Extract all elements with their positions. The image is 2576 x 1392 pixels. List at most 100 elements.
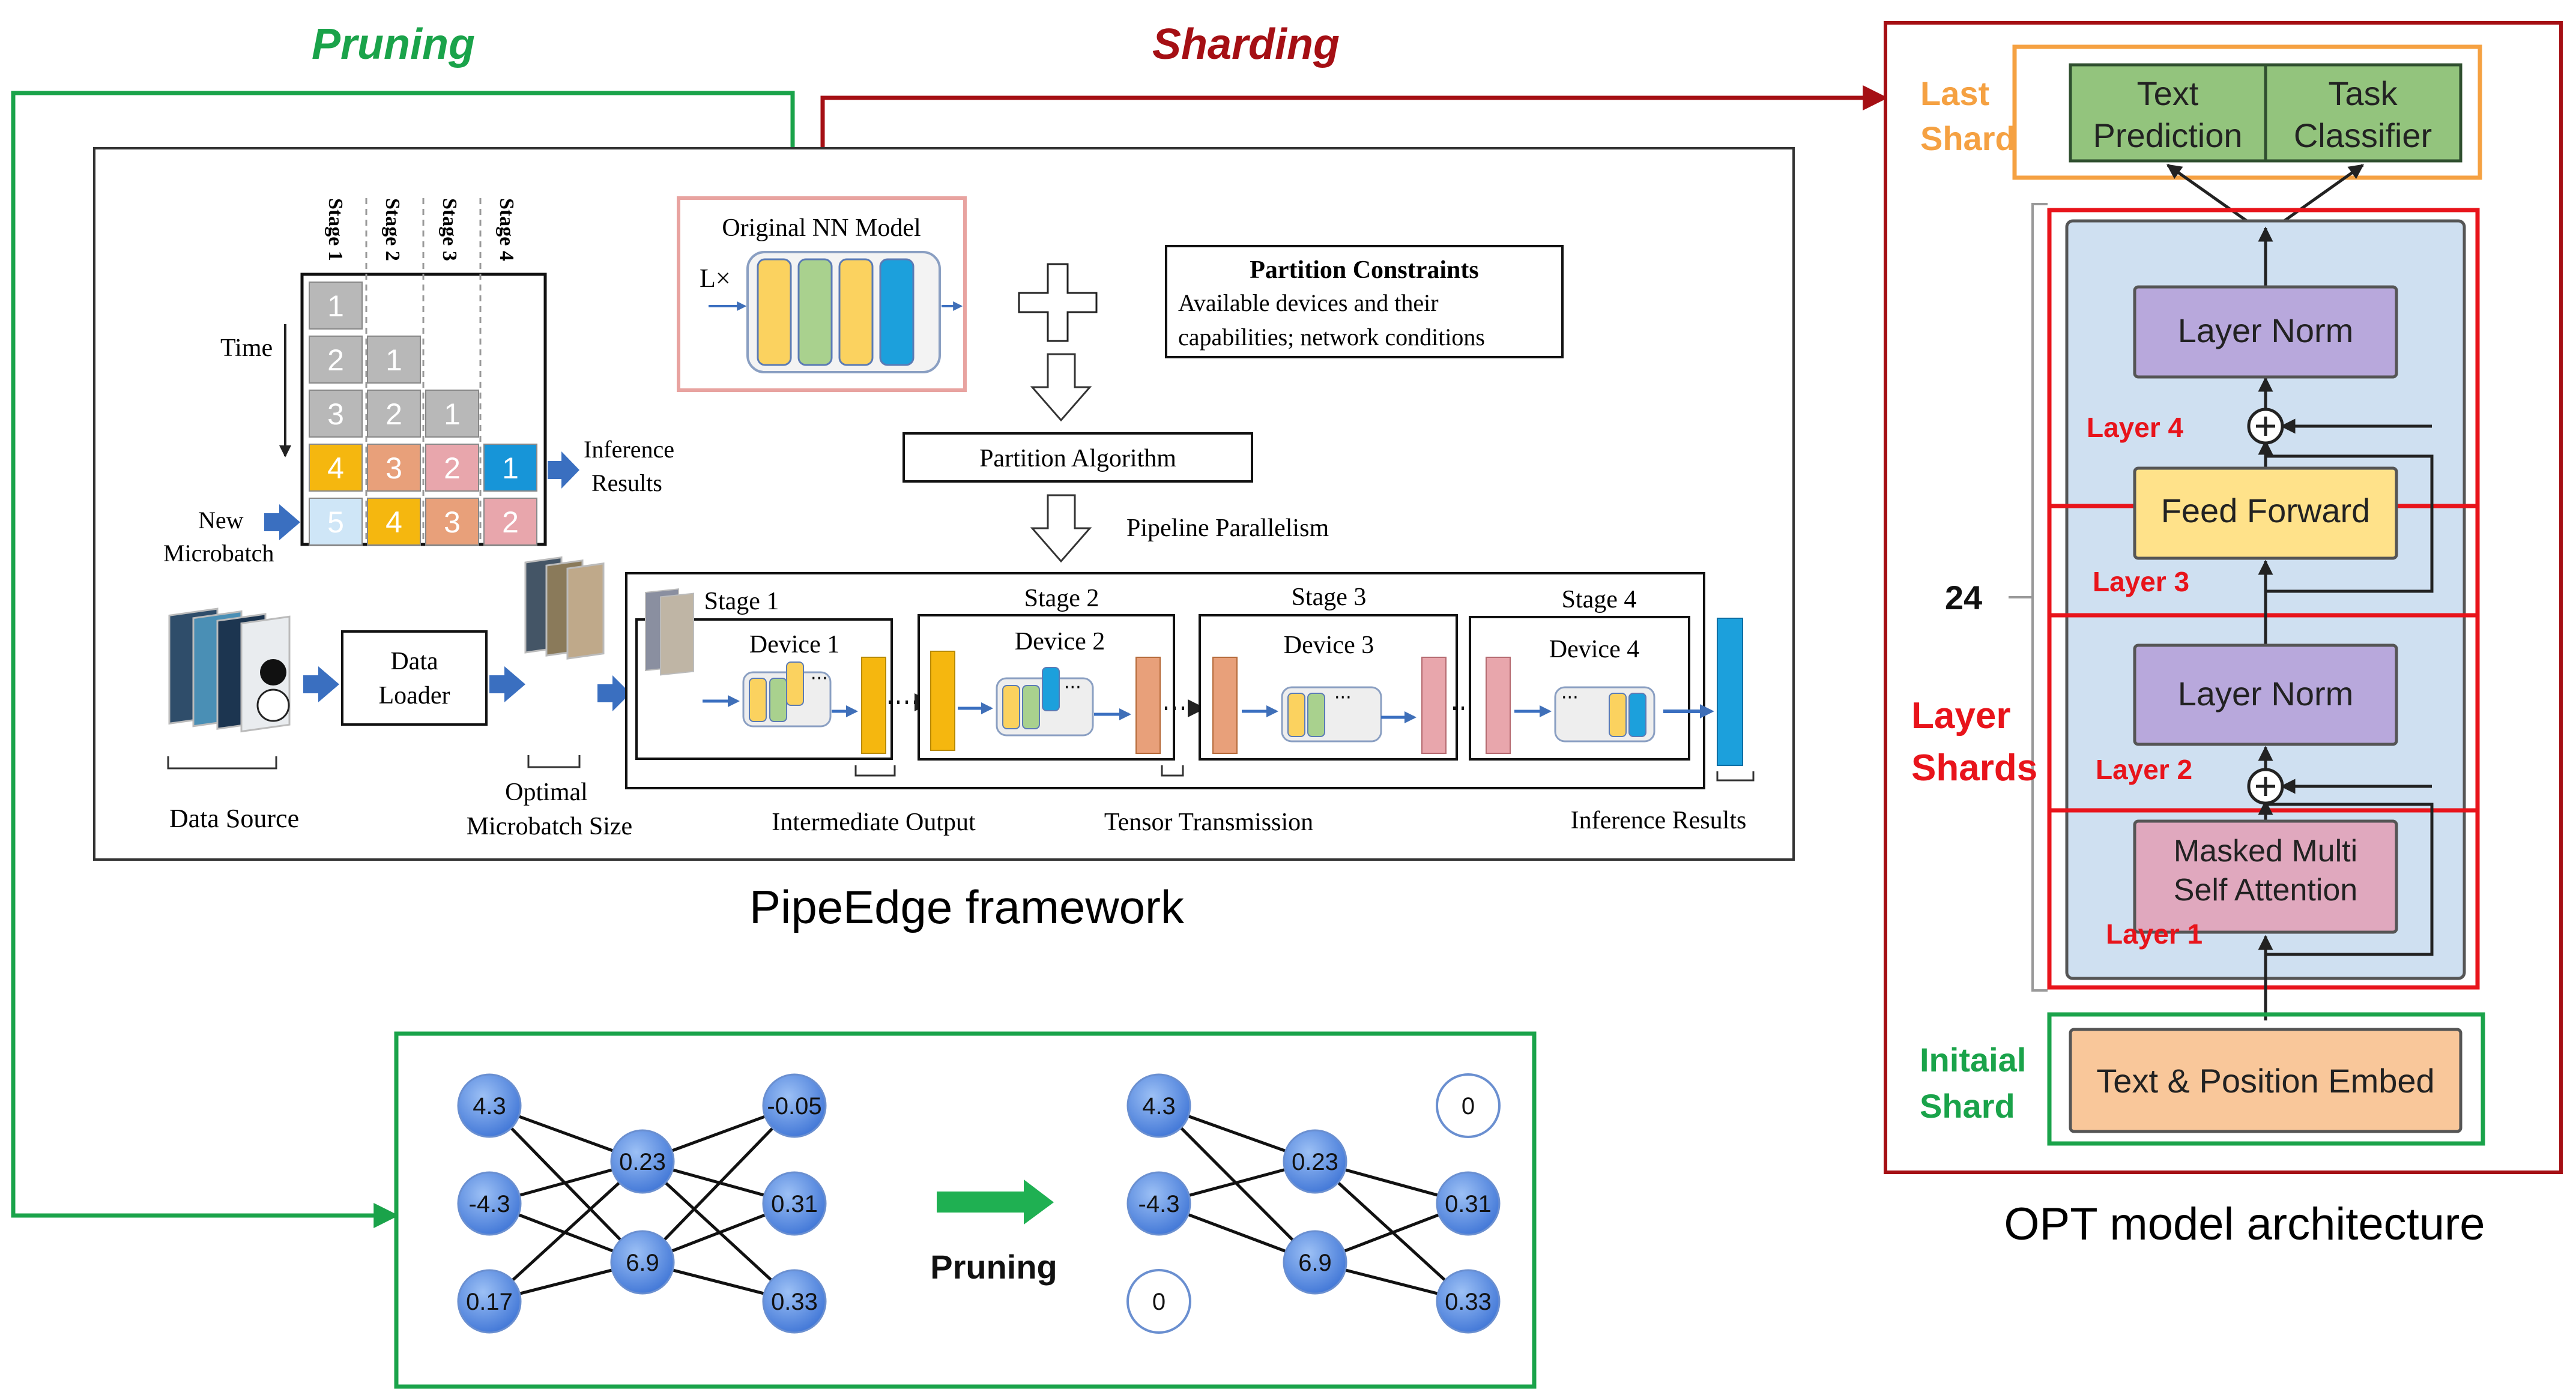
node-value: 0.31 (1445, 1191, 1492, 1217)
microbatch-images (524, 556, 605, 660)
partition-constraints-box (1165, 245, 1564, 358)
layer-norm-bottom-label: Layer Norm (2178, 675, 2354, 713)
last-shard-label: Last (1920, 74, 1989, 112)
data-loader-label: Data (390, 648, 438, 675)
grid-cell (483, 498, 537, 546)
data-source-images (168, 607, 291, 733)
partition-constraints-title: Partition Constraints (1250, 256, 1479, 284)
optimal-microbatch-label: Optimal (505, 779, 588, 806)
data-loader-box (341, 630, 488, 726)
output-node (762, 1171, 827, 1236)
output-node (762, 1073, 827, 1138)
layer-norm-bottom-box (2133, 643, 2398, 746)
partition-constraints-text-2: capabilities; network conditions (1178, 324, 1485, 351)
layer-label-3: Layer 3 (2093, 566, 2189, 597)
pipeedge-caption: PipeEdge framework (749, 881, 1185, 933)
inference-results-top: Inference (584, 436, 674, 463)
data-source-label: Data Source (169, 804, 299, 833)
grid-number: 2 (502, 505, 519, 539)
node-value: 0 (1152, 1289, 1166, 1315)
device-label-4: Device 4 (1549, 636, 1639, 663)
input-node (457, 1269, 522, 1334)
ellipsis: ··· (1561, 687, 1579, 708)
stage-label-1: Stage 1 (704, 588, 779, 615)
stage-header-2: Stage 2 (381, 198, 404, 261)
new-microbatch-arrow-icon (264, 504, 300, 540)
node-value: -0.05 (767, 1093, 821, 1119)
grid-cell (309, 444, 363, 492)
layer-label-2: Layer 2 (2096, 754, 2192, 785)
stage-header-1: Stage 1 (324, 198, 346, 261)
node-value: 0.23 (1292, 1149, 1338, 1175)
input-node (1126, 1073, 1191, 1138)
grid-number: 1 (327, 289, 344, 323)
node-value: 6.9 (626, 1250, 659, 1276)
intermediate-output-label: Intermediate Output (772, 809, 976, 836)
grid-number: 4 (327, 451, 344, 485)
device-label-1: Device 1 (749, 631, 839, 658)
stage-header-4: Stage 4 (495, 198, 518, 261)
output-node (1436, 1171, 1501, 1236)
hidden-node (610, 1230, 675, 1295)
data-loader-label-2: Loader (379, 682, 450, 710)
pipeline-parallelism-label: Pipeline Parallelism (1126, 514, 1329, 542)
opt-caption: OPT model architecture (2004, 1199, 2485, 1250)
partition-algorithm-label: Partition Algorithm (979, 445, 1176, 472)
grid-number: 2 (327, 343, 344, 377)
embed-box (2069, 1028, 2463, 1133)
node-value: 6.9 (1298, 1250, 1332, 1276)
grid-cell (367, 336, 421, 384)
stage-header-3: Stage 3 (438, 198, 461, 261)
grid-cell (309, 336, 363, 384)
layer-shards-outline (2047, 208, 2480, 990)
tensor-transmission-label: Tensor Transmission (1104, 809, 1313, 836)
grid-number: 2 (385, 397, 402, 431)
output-node (762, 1269, 827, 1334)
grid-number: 2 (444, 451, 461, 485)
pruning-heading: Pruning (312, 20, 475, 68)
ellipsis: ··· (1334, 687, 1352, 708)
grid-cell (367, 498, 421, 546)
grid-cell (425, 390, 479, 438)
stage-headers: Stage 1 Stage 2 Stage 3 Stage 4 (324, 198, 518, 261)
node-value: 0.33 (771, 1289, 818, 1315)
hidden-node (1283, 1129, 1347, 1194)
layer-label-1: Layer 1 (2106, 918, 2203, 950)
task-classifier-box (2264, 63, 2463, 163)
pruning-panel: 4.3 -4.3 0.17 0.23 6.9 -0.05 0.31 0.33 P… (394, 1031, 1537, 1389)
grid-number: 1 (385, 343, 402, 377)
layer-norm-top-label: Layer Norm (2178, 312, 2354, 349)
grid-cell (367, 390, 421, 438)
grid-cell (367, 444, 421, 492)
node-value: -4.3 (1138, 1191, 1180, 1217)
opt-architecture: Last Shard Text Prediction Task Classifi… (1884, 21, 2563, 1174)
pruned-node (1126, 1269, 1191, 1334)
grid-number: 3 (327, 397, 344, 431)
initial-shard-label: Initaial (1920, 1041, 2026, 1079)
pruning-arrow-icon (937, 1180, 1054, 1225)
grid-number: 3 (444, 505, 461, 539)
ellipsis: ··· (1064, 677, 1081, 698)
initial-shard-box (2047, 1012, 2485, 1146)
pruned-node (1436, 1073, 1501, 1138)
input-node (457, 1171, 522, 1236)
hidden-node (610, 1129, 675, 1194)
arrow-icon (303, 666, 339, 702)
repeat-count: 24 (1945, 579, 1982, 616)
node-value: -4.3 (469, 1191, 510, 1217)
original-model-title: Original NN Model (722, 214, 921, 242)
node-value: 0.33 (1445, 1289, 1492, 1315)
optimal-microbatch-label-2: Microbatch Size (467, 813, 632, 840)
stage-label-2: Stage 2 (1024, 585, 1099, 612)
text-prediction-label-2: Prediction (2093, 116, 2242, 154)
text-prediction-label: Text (2137, 74, 2199, 112)
feed-forward-box (2133, 466, 2398, 560)
node-value: 4.3 (1142, 1093, 1176, 1119)
inference-results-top-2: Results (591, 469, 662, 496)
node-value: 0 (1462, 1093, 1475, 1119)
layer-label-4: Layer 4 (2087, 412, 2184, 443)
task-classifier-label: Task (2328, 74, 2398, 112)
hidden-node (1283, 1230, 1347, 1295)
down-arrow-icon (1030, 353, 1092, 422)
